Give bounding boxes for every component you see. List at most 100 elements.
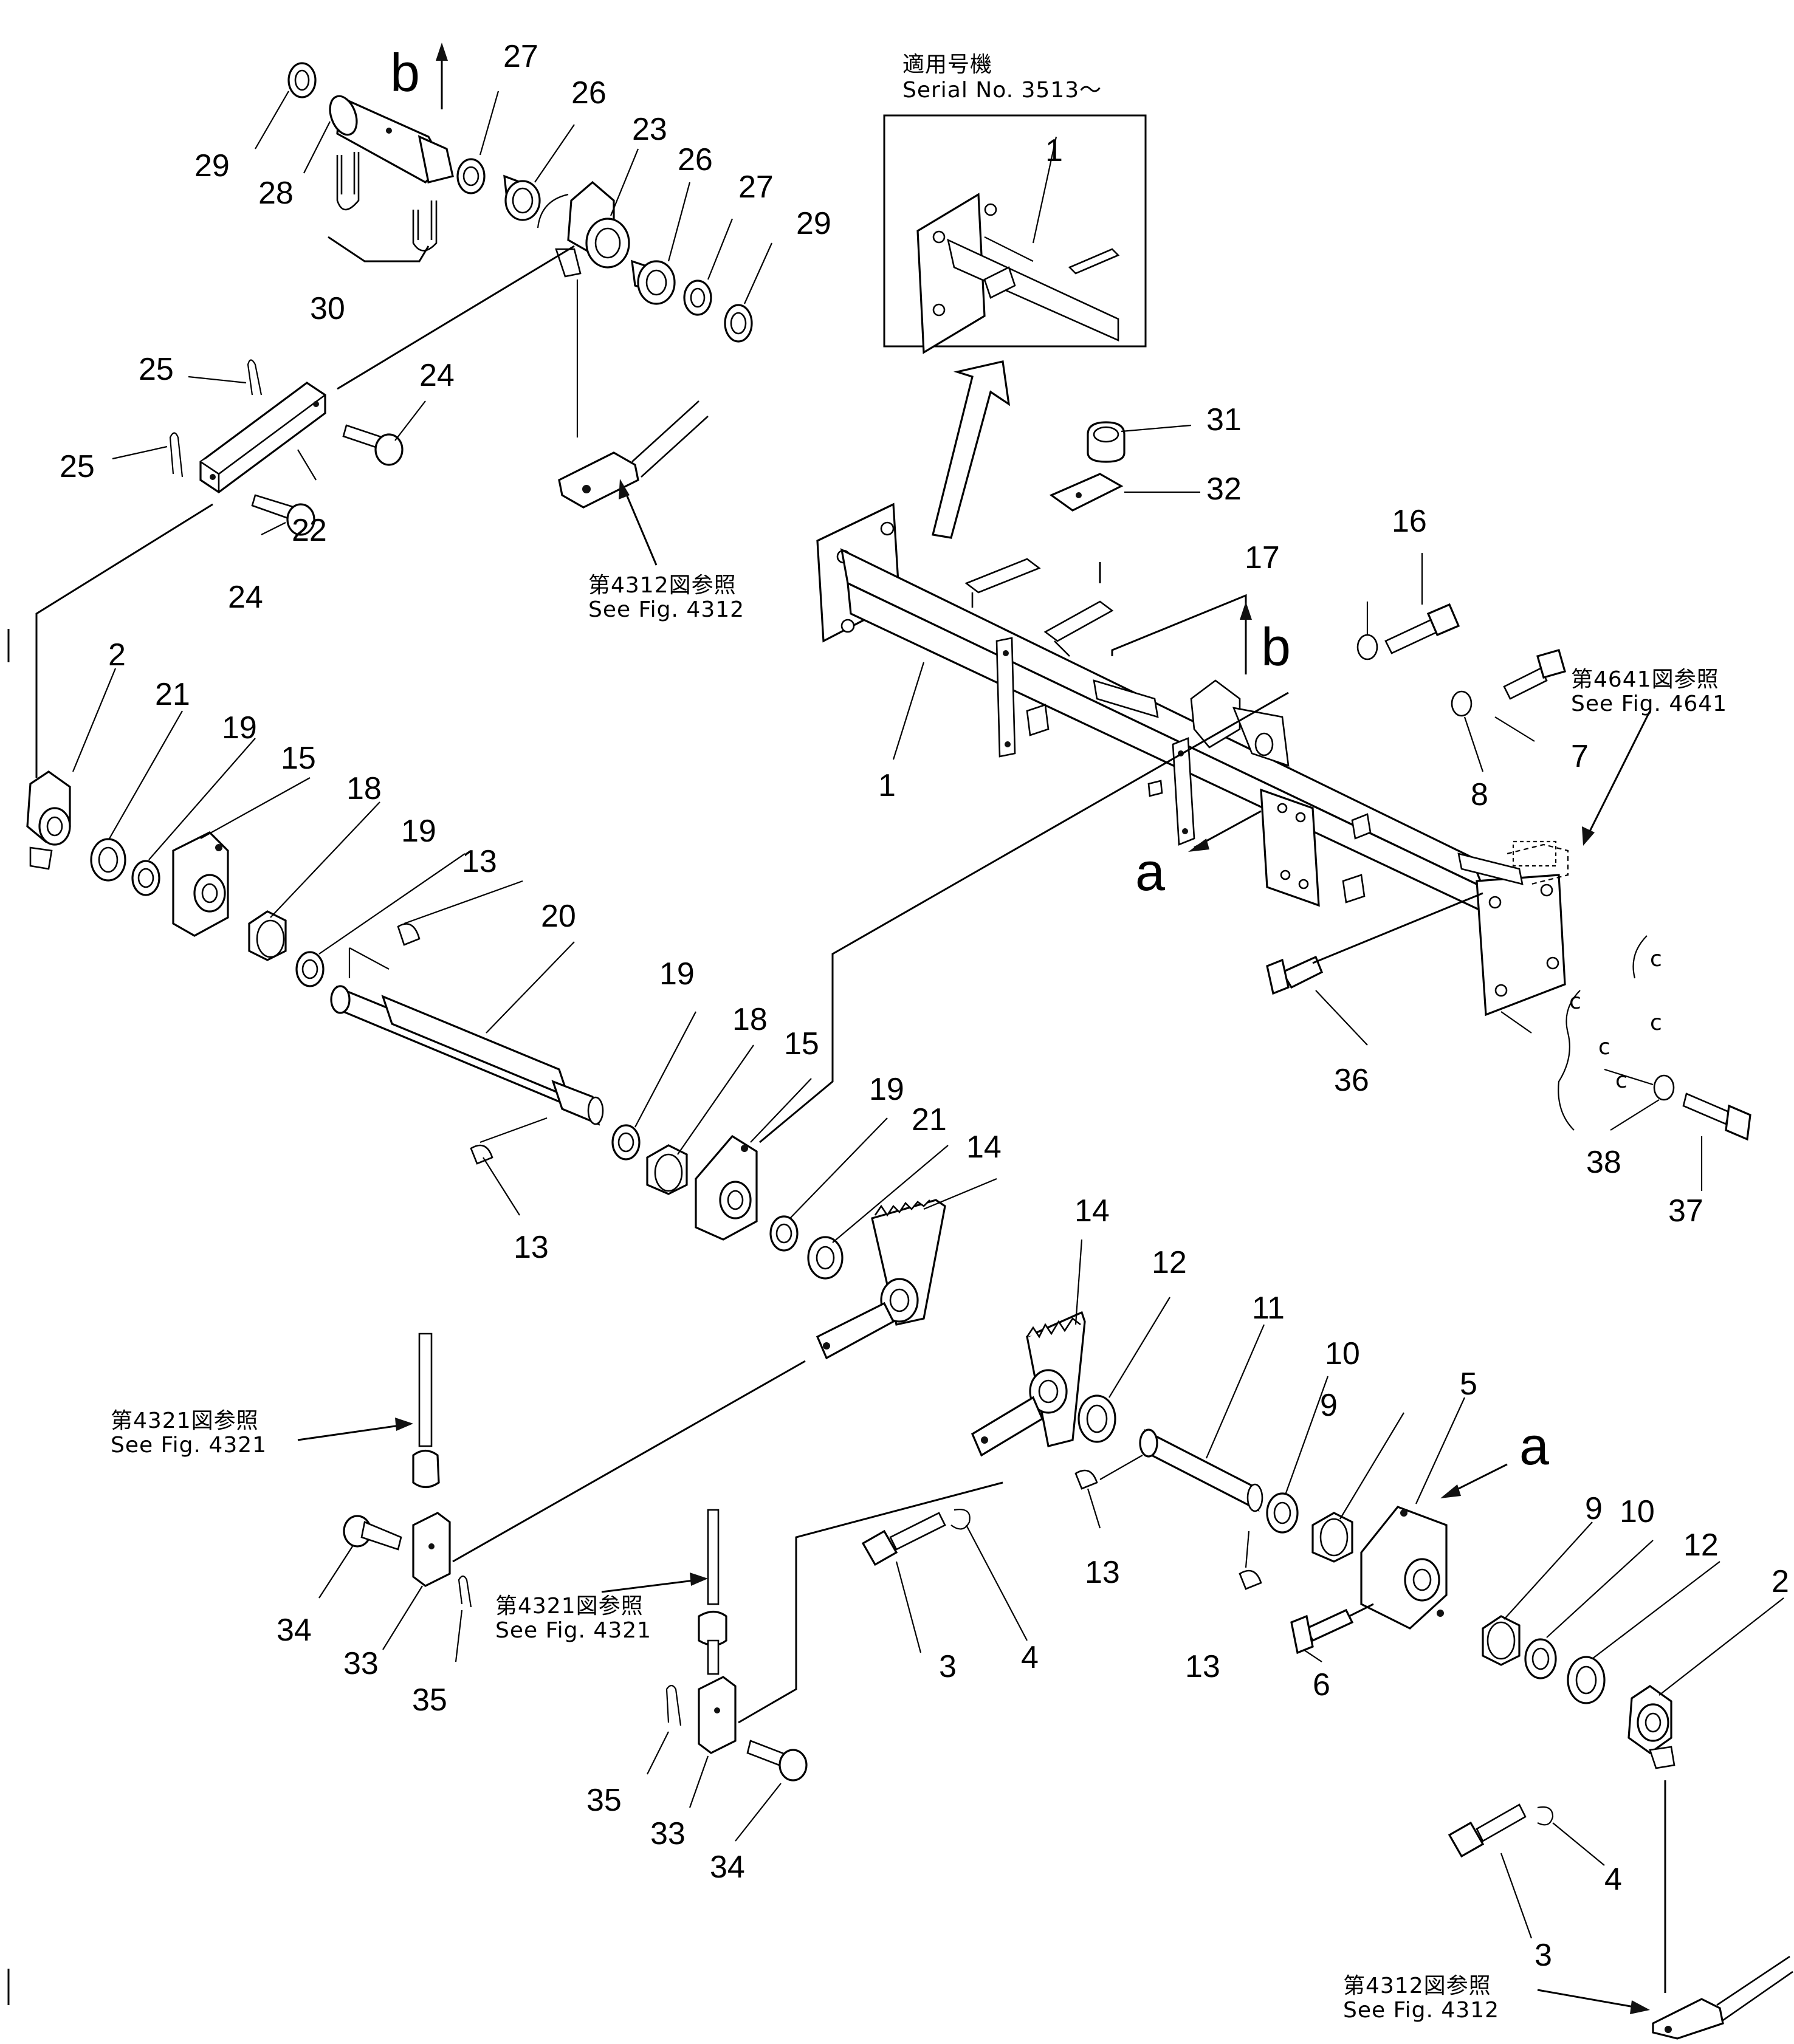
callout-15: 15 <box>784 1026 819 1061</box>
serial-inset <box>883 114 1147 354</box>
grease-fitting-36 <box>1266 955 1324 995</box>
clip-30-left <box>336 152 360 211</box>
link-block-22 <box>199 382 326 493</box>
fig-4312-ref-en: See Fig. 4312 <box>1343 1998 1499 2023</box>
callout-27: 27 <box>738 170 774 205</box>
callout-25: 25 <box>60 449 95 484</box>
bolt-3-left <box>861 1512 946 1566</box>
callout-20: 20 <box>541 899 576 934</box>
callout-13: 13 <box>1085 1555 1120 1590</box>
callout-13: 13 <box>1185 1649 1220 1684</box>
serial-note-jp: 適用号機 <box>902 52 992 77</box>
callout-10: 10 <box>1325 1336 1360 1371</box>
callout-21: 21 <box>912 1102 947 1137</box>
callout-5: 5 <box>1460 1367 1477 1402</box>
middle-shaft-assembly <box>26 691 1289 1360</box>
bushing-9-right <box>1482 1615 1521 1666</box>
bushing-18-left <box>248 910 287 961</box>
callout-leaders <box>72 91 1784 1939</box>
lockwasher-4-left <box>950 1509 971 1530</box>
callout-7: 7 <box>1571 739 1589 774</box>
harness-marks: c c c c c <box>1569 947 1663 1093</box>
callout-37: 37 <box>1668 1193 1703 1229</box>
bushing-9-left <box>1311 1512 1353 1563</box>
upper-shaft-assembly <box>35 62 753 778</box>
lever-14-lower <box>971 1311 1086 1457</box>
view-letter-b: b <box>1261 617 1291 677</box>
callout-18: 18 <box>732 1002 768 1037</box>
leader-arrows <box>297 43 1651 2014</box>
bracket-15-left <box>172 831 229 937</box>
key-13-a <box>397 923 421 946</box>
callout-31: 31 <box>1206 402 1242 437</box>
callout-14: 14 <box>966 1130 1002 1165</box>
callout-15: 15 <box>281 741 316 776</box>
view-letter-a: a <box>1519 1416 1549 1476</box>
harness-mark: c <box>1650 1010 1663 1035</box>
lockwasher-4-right <box>1537 1806 1554 1826</box>
callout-12: 12 <box>1683 1528 1719 1563</box>
cotter-pin-35-middle <box>665 1684 682 1726</box>
callout-21: 21 <box>155 677 190 712</box>
cotter-pin-35-left <box>458 1575 472 1608</box>
callout-3: 3 <box>939 1649 957 1684</box>
callout-1: 1 <box>878 768 896 803</box>
callout-34: 34 <box>710 1850 745 1885</box>
callout-26: 26 <box>571 75 607 111</box>
fig-4321-ref-jp: 第4321図参照 <box>495 1594 644 1619</box>
callout-25: 25 <box>139 352 174 387</box>
pin-34-middle <box>746 1740 808 1782</box>
callout-34: 34 <box>277 1613 312 1648</box>
wire-harness <box>1558 935 1648 1131</box>
callout-4: 4 <box>1021 1640 1039 1675</box>
view-letter-b: b <box>390 43 420 103</box>
fig-4321-ref-en: See Fig. 4321 <box>111 1433 267 1458</box>
grease-fitting-6 <box>1290 1608 1354 1655</box>
callout-30: 30 <box>310 291 345 326</box>
reference-notes: 適用号機 Serial No. 3513～ 第4312図参照 See Fig. … <box>111 52 1727 2023</box>
bolt-16 <box>1384 603 1460 654</box>
inset-arrow <box>932 360 1011 539</box>
bolt-3-right <box>1448 1803 1527 1858</box>
callout-22: 22 <box>292 513 327 548</box>
callout-4: 4 <box>1604 1862 1622 1897</box>
fig-4312-ref-jp: 第4312図参照 <box>1343 1974 1491 1998</box>
callout-14: 14 <box>1074 1193 1110 1229</box>
callout-38: 38 <box>1586 1145 1621 1180</box>
callout-19: 19 <box>401 814 436 849</box>
bushing-26-left <box>503 174 541 221</box>
bushing-27-left <box>456 158 486 194</box>
fig-4641-ref-jp: 第4641図参照 <box>1571 667 1719 692</box>
bracket-5 <box>1360 1506 1448 1630</box>
bushing-26-right <box>631 259 676 305</box>
rod-end-top <box>558 400 709 509</box>
harness-mark: c <box>1598 1035 1611 1060</box>
clip-30-right <box>412 201 438 252</box>
callout-13: 13 <box>514 1230 549 1265</box>
clevis-33-middle <box>698 1676 737 1754</box>
view-letter-a: a <box>1135 842 1165 902</box>
key-13-d <box>1239 1569 1262 1590</box>
callout-29: 29 <box>796 206 831 241</box>
pin-28 <box>329 95 454 183</box>
callout-28: 28 <box>258 176 294 211</box>
callout-12: 12 <box>1152 1245 1187 1280</box>
callout-2: 2 <box>1772 1564 1789 1599</box>
callout-26: 26 <box>678 142 713 177</box>
serial-note-en: Serial No. 3513～ <box>902 78 1102 103</box>
callout-23: 23 <box>632 112 667 147</box>
pin-34-left <box>343 1515 402 1551</box>
bolt-7 <box>1503 649 1566 700</box>
fig-4312-ref-en: See Fig. 4312 <box>588 597 744 622</box>
washer-17 <box>1356 634 1378 660</box>
callout-10: 10 <box>1620 1494 1655 1529</box>
key-13-c <box>1074 1469 1098 1490</box>
plate-32 <box>1049 473 1124 512</box>
lever-14-upper <box>816 1199 946 1360</box>
bushing-18-right <box>646 1144 688 1195</box>
nut-31 <box>1087 421 1126 463</box>
rod-middle <box>698 1509 727 1675</box>
lever-2-right <box>1627 1685 1675 1769</box>
